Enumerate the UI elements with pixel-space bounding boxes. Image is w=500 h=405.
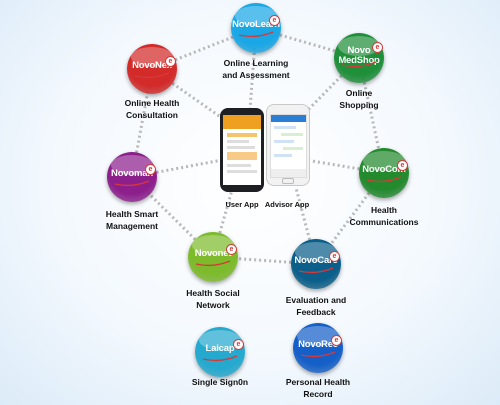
label-line: Network: [196, 300, 230, 310]
brand-text: NovoLearn: [232, 19, 280, 30]
advisor-app-screen: [270, 114, 307, 178]
label-line: Online: [345, 88, 373, 98]
label-line: and Assessment: [222, 70, 290, 80]
node-circle: [231, 3, 281, 53]
brand-text: NovoCom: [362, 164, 406, 175]
brand-text: Novonet: [194, 248, 232, 259]
brand-text: NovoRec: [298, 339, 338, 350]
node-brand: Laicap: [195, 343, 245, 354]
node-label-learn: Online Learning and Assessment: [196, 57, 316, 81]
brand-text: Laicap: [205, 343, 235, 354]
node-circle: [291, 239, 341, 289]
label-line: Communications: [349, 217, 419, 227]
label-line: Health Smart: [105, 209, 159, 219]
red-swoosh-icon: [114, 180, 150, 187]
screen-row: [227, 170, 257, 173]
node-brand: NovoCom: [359, 164, 409, 175]
red-swoosh-icon: [298, 267, 334, 274]
screen-row: [227, 146, 255, 149]
e-badge-icon: e: [269, 15, 280, 26]
node-brand: NovoNex: [127, 60, 177, 71]
e-badge-icon: e: [331, 335, 342, 346]
connector-com-care: [314, 172, 386, 265]
node-label-laicap: Single Sign0n: [160, 376, 280, 388]
label-line: Personal Health: [285, 377, 351, 387]
node-circle: [107, 152, 157, 202]
app-header-bar: [271, 115, 306, 122]
screen-row: [283, 147, 303, 150]
e-badge-icon: e: [233, 339, 244, 350]
screen-row: [227, 133, 257, 137]
connector-care-app: [294, 187, 318, 265]
brand-text: NovoNex: [132, 60, 172, 71]
label-line: Record: [303, 389, 333, 399]
label-line: Health Social: [186, 288, 240, 298]
red-swoosh-icon: [195, 260, 231, 267]
node-brand: NovoRec: [293, 339, 343, 350]
label-line: Feedback: [296, 307, 336, 317]
red-swoosh-icon: [341, 61, 377, 68]
red-swoosh-icon: [202, 355, 238, 362]
connector-nex-learn: [151, 26, 257, 71]
connector-net-man: [130, 175, 215, 259]
e-badge-icon: e: [165, 56, 176, 67]
screen-row: [274, 154, 292, 157]
app-header-bar: [223, 115, 261, 129]
screen-card: [227, 152, 257, 160]
label-line: Health: [371, 205, 397, 215]
node-brand: NovoLearn: [231, 19, 281, 30]
user-app-screen: [223, 115, 261, 185]
red-swoosh-icon: [238, 31, 274, 38]
node-brand: NovoCare: [291, 255, 341, 266]
screen-footer: [271, 169, 306, 177]
connector-medshop-app: [298, 56, 361, 120]
label-line: Single Sign0n: [191, 377, 249, 387]
node-brand: Novoman: [107, 168, 157, 179]
red-swoosh-icon: [300, 351, 336, 358]
e-badge-icon: e: [226, 244, 237, 255]
screen-row: [227, 140, 249, 143]
label-line: Management: [106, 221, 158, 231]
node-circle: [127, 44, 177, 94]
brand-text: NovoCare: [294, 255, 338, 266]
advisor-app-label: Advisor App: [264, 200, 310, 209]
label-line: Shopping: [339, 100, 379, 110]
red-swoosh-icon: [366, 176, 402, 183]
red-swoosh-icon: [134, 72, 170, 79]
brand-text: Novo: [347, 45, 371, 56]
screen-row: [281, 133, 303, 136]
node-circle: [293, 323, 343, 373]
e-badge-icon: e: [145, 164, 156, 175]
home-button: [282, 178, 294, 184]
screen-row: [274, 140, 294, 143]
brand-text: MedShop: [338, 55, 380, 67]
label-line: Consultation: [126, 110, 178, 120]
node-circle: [188, 232, 238, 282]
node-brand: Novonet: [188, 248, 238, 259]
e-badge-icon: e: [372, 42, 383, 53]
node-circle: [195, 327, 245, 377]
e-badge-icon: e: [397, 160, 408, 171]
user-app-label: User App: [225, 200, 259, 209]
label-line: Online Health: [124, 98, 180, 108]
node-circle: [359, 148, 409, 198]
label-line: Evaluation and: [285, 295, 347, 305]
brand-text: Novoman: [111, 168, 153, 179]
connector-com-app: [305, 158, 385, 175]
screen-row: [227, 164, 251, 167]
node-circle: [334, 33, 384, 83]
label-line: Online Learning: [223, 58, 289, 68]
connector-learn-app: [248, 27, 258, 111]
e-badge-icon: e: [329, 251, 340, 262]
screen-row: [274, 126, 296, 129]
